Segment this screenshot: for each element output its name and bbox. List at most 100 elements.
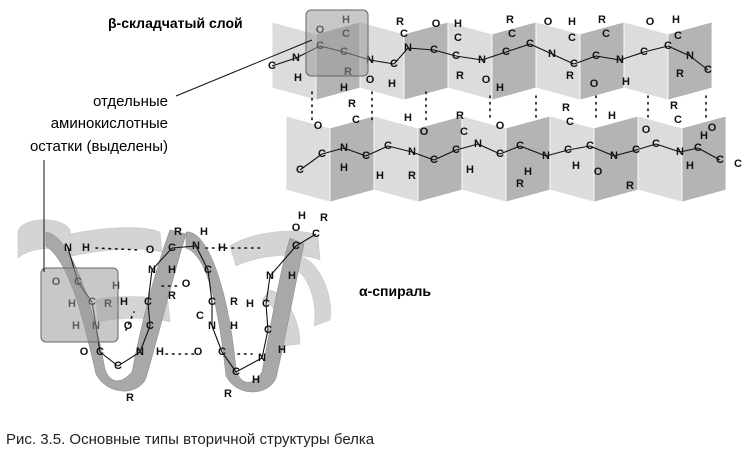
- atom-residue: R: [168, 290, 176, 302]
- hydrogen-bond: [95, 247, 141, 251]
- atom-nitrogen: N: [478, 54, 486, 66]
- atom-carbon: C: [454, 32, 462, 44]
- atom-hydrogen: H: [294, 72, 302, 84]
- atom-carbon: C: [362, 150, 370, 162]
- atom-carbon: C: [502, 46, 510, 58]
- beta-backbone-bond: [369, 59, 395, 65]
- beta-backbone-bond: [643, 45, 669, 53]
- atom-hydrogen: H: [496, 82, 504, 94]
- atom-carbon: C: [570, 58, 578, 70]
- beta-backbone-bond: [573, 55, 597, 65]
- pleat-segment: [623, 21, 669, 101]
- beta-backbone-bond: [343, 147, 367, 157]
- beta-residue-highlight-box: [305, 9, 369, 77]
- atom-carbon: C: [196, 310, 204, 322]
- helix-backbone-bond: [235, 357, 263, 373]
- atom-nitrogen: N: [266, 270, 274, 282]
- atom-oxygen: O: [366, 74, 375, 86]
- atom-carbon: C: [664, 40, 672, 52]
- atom-carbon: C: [218, 346, 226, 358]
- atom-oxygen: O: [146, 244, 155, 256]
- beta-backbone-bond: [411, 151, 435, 161]
- atom-carbon: C: [704, 64, 712, 76]
- atom-residue: R: [408, 170, 416, 182]
- atom-oxygen: O: [594, 166, 603, 178]
- beta-backbone-bond: [477, 143, 501, 155]
- helix-backbone-bond: [147, 269, 153, 303]
- beta-backbone-bond: [595, 55, 621, 61]
- helix-backbone-bond: [117, 351, 141, 367]
- atom-hydrogen: H: [524, 166, 532, 178]
- atom-nitrogen: N: [676, 146, 684, 158]
- atom-carbon: C: [390, 58, 398, 70]
- atom-carbon: C: [264, 324, 272, 336]
- atom-nitrogen: N: [686, 50, 694, 62]
- atom-oxygen: O: [80, 346, 89, 358]
- beta-backbone-bond: [635, 143, 657, 151]
- atom-carbon: C: [674, 30, 682, 42]
- atom-carbon: C: [568, 32, 576, 44]
- atom-residue: R: [562, 102, 570, 114]
- atom-residue: R: [516, 178, 524, 190]
- atom-oxygen: O: [590, 78, 599, 90]
- atom-oxygen: O: [482, 74, 491, 86]
- atom-hydrogen: H: [454, 18, 462, 30]
- atom-nitrogen: N: [292, 52, 300, 64]
- atom-residue: R: [566, 70, 574, 82]
- atom-carbon: C: [716, 154, 724, 166]
- beta-backbone-bond: [567, 145, 591, 151]
- atom-carbon: C: [602, 28, 610, 40]
- atom-carbon: C: [452, 50, 460, 62]
- atom-oxygen: O: [420, 126, 429, 138]
- atom-hydrogen: H: [672, 14, 680, 26]
- atom-carbon: C: [734, 158, 742, 170]
- atom-oxygen: O: [432, 18, 441, 30]
- atom-oxygen: O: [646, 16, 655, 28]
- ribbon-back-segment: [295, 255, 331, 327]
- beta-backbone-bond: [321, 147, 345, 155]
- helix-backbone-bond: [147, 301, 151, 327]
- atom-carbon: C: [652, 138, 660, 150]
- atom-carbon: C: [232, 366, 240, 378]
- residues-label-line2: аминокислотные: [51, 115, 168, 132]
- atom-nitrogen: N: [192, 240, 200, 252]
- beta-backbone-bond: [679, 147, 699, 153]
- atom-hydrogen: H: [388, 78, 396, 90]
- atom-nitrogen: N: [366, 54, 374, 66]
- atom-residue: R: [396, 16, 404, 28]
- residues-label-line3: остатки (выделены): [30, 138, 168, 155]
- helix-backbone-bond: [99, 351, 119, 367]
- beta-backbone-bond: [433, 49, 457, 57]
- helix-backbone-bond: [151, 247, 173, 271]
- atom-hydrogen: H: [288, 270, 296, 282]
- atom-hydrogen: H: [120, 296, 128, 308]
- atom-carbon: C: [296, 164, 304, 176]
- atom-nitrogen: N: [148, 264, 156, 276]
- ribbon-front-segment: [185, 231, 305, 393]
- beta-backbone-bond: [271, 57, 297, 67]
- beta-backbone-bond: [589, 145, 615, 157]
- atom-hydrogen: H: [168, 264, 176, 276]
- atom-hydrogen: H: [252, 374, 260, 386]
- atom-hydrogen: H: [246, 298, 254, 310]
- atom-nitrogen: N: [548, 48, 556, 60]
- atom-nitrogen: N: [542, 150, 550, 162]
- atom-residue: R: [626, 180, 634, 192]
- atom-carbon: C: [208, 296, 216, 308]
- beta-backbone-bond: [387, 145, 413, 153]
- atom-hydrogen: H: [700, 130, 708, 142]
- alpha-helix-ribbon: [17, 219, 331, 393]
- atom-carbon: C: [262, 298, 270, 310]
- atom-residue: R: [348, 98, 356, 110]
- beta-sheet-top-strand-pleats: [271, 21, 713, 101]
- atom-hydrogen: H: [608, 110, 616, 122]
- atom-residue: R: [456, 70, 464, 82]
- atom-carbon: C: [144, 296, 152, 308]
- atom-hydrogen: H: [218, 242, 226, 254]
- atom-nitrogen: N: [610, 150, 618, 162]
- beta-backbone-bond: [519, 145, 547, 157]
- helix-backbone-bond: [265, 303, 269, 331]
- atom-hydrogen: H: [82, 242, 90, 254]
